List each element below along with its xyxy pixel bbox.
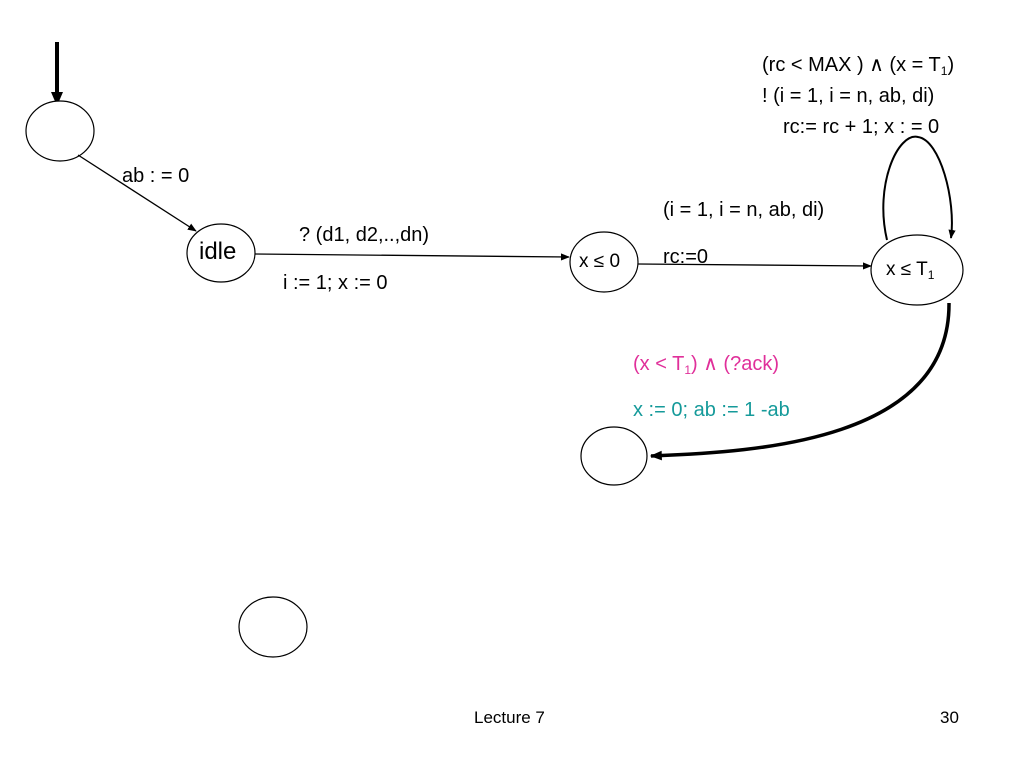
- edge-x-le-0-to-x-le-t1: [637, 262, 872, 270]
- footer-lecture: Lecture 7: [474, 708, 545, 727]
- edge-init-to-idle: [77, 154, 197, 232]
- state-after-ack: [580, 426, 648, 486]
- idle-assign-label: i := 1; x := 0: [283, 272, 388, 294]
- state-label-x-le-t1: x ≤ T1: [886, 259, 935, 282]
- ack-guard-label: (x < T1) ∧ (?ack): [633, 353, 779, 377]
- idle-sync-label: ? (d1, d2,..,dn): [299, 224, 430, 246]
- ack-assign-label: x := 0; ab := 1 -ab: [633, 399, 790, 421]
- edge-ack: [649, 302, 951, 461]
- state-label-x-le-0: x ≤ 0: [579, 251, 621, 272]
- state-initial: [25, 100, 95, 162]
- page-number: 30: [940, 708, 959, 727]
- state-label-idle: idle: [199, 238, 237, 265]
- state-x-le-0: [569, 231, 639, 293]
- loop-assign-label: rc:= rc + 1; x : = 0: [783, 116, 940, 138]
- state-idle: [186, 223, 256, 283]
- state-bottom: [238, 596, 308, 658]
- send-sync-label: (i = 1, i = n, ab, di): [663, 199, 825, 221]
- loop-sync-label: ! (i = 1, i = n, ab, di): [762, 85, 935, 107]
- edge-self-loop: [882, 135, 956, 241]
- loop-guard-label: (rc < MAX ) ∧ (x = T1): [762, 54, 955, 78]
- initial-arrow-head: [51, 92, 63, 106]
- init-assign-label: ab : = 0: [122, 165, 190, 187]
- state-x-le-t1: [870, 234, 964, 306]
- send-assign-label: rc:=0: [663, 246, 709, 268]
- edge-idle-to-x-le-0: [254, 253, 570, 261]
